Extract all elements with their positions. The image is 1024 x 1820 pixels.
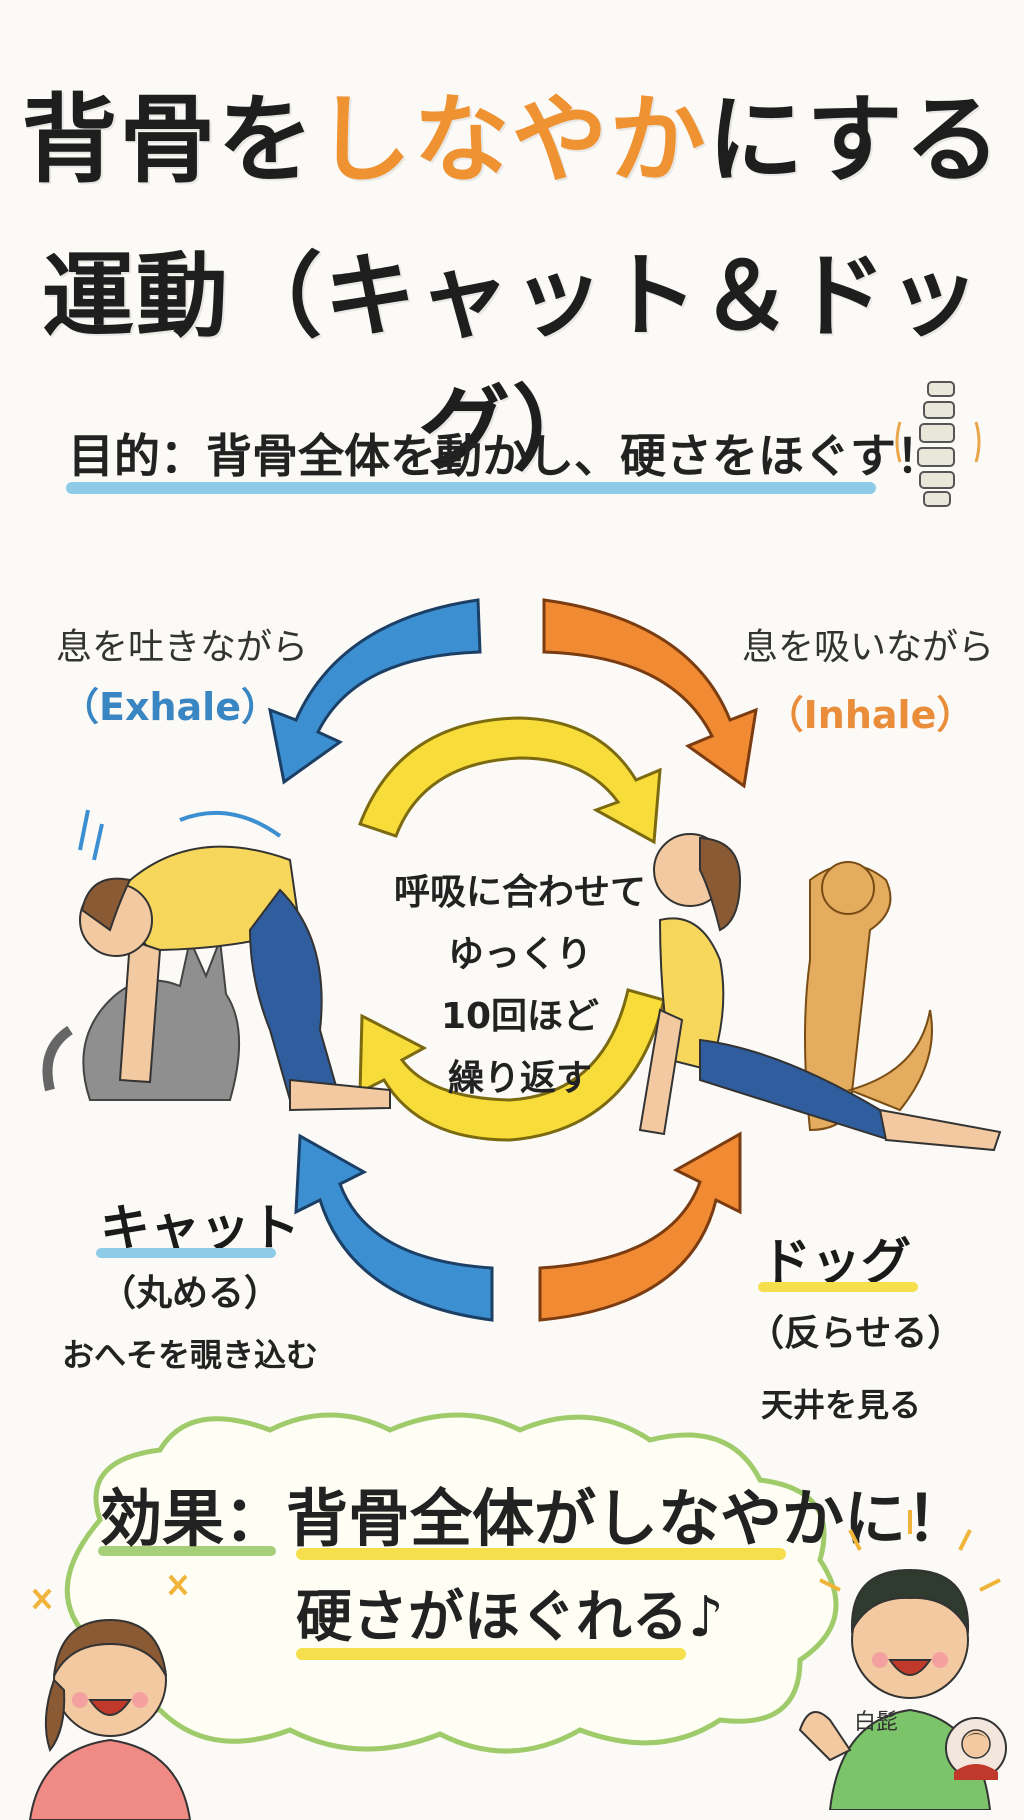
page-title-line1: 背骨をしなやかにする: [0, 62, 1024, 201]
center-line4: 繰り返す: [447, 1058, 592, 1099]
orange-arrow-bottom: [538, 1131, 742, 1322]
golden-dog-icon: [804, 861, 933, 1132]
blue-arrow-bottom: [294, 1133, 494, 1322]
radiating-lines-icon: [819, 1510, 1001, 1592]
inhale-en: （Inhale）: [765, 693, 975, 737]
dog-name: ドッグ: [761, 1233, 911, 1291]
cat-sub: （丸める）: [100, 1273, 281, 1314]
center-line3: 10回ほど: [440, 996, 600, 1037]
dog-desc: 天井を見る: [760, 1386, 921, 1424]
center-line1: 呼吸に合わせて: [393, 872, 646, 913]
effect-title: 効果：背骨全体がしなやかに！: [100, 1482, 969, 1555]
author-avatar-icon: [945, 1717, 1007, 1780]
yellow-arrow-top: [358, 716, 662, 845]
effect-cloud: [64, 1412, 839, 1754]
dog-pose-illustration: [638, 833, 1002, 1152]
happy-girl-illustration: [28, 1574, 192, 1820]
purpose-text: 目的：背骨全体を動かし、硬さをほぐす！: [68, 429, 942, 483]
cat-desc: おへそを覗き込む: [61, 1336, 318, 1374]
title-part-a: 背骨を: [21, 84, 316, 196]
dog-underline: [758, 1282, 918, 1292]
cat-underline: [96, 1248, 276, 1258]
effect-green-highlight: [98, 1546, 276, 1556]
signature-text: 白髭: [854, 1710, 899, 1735]
page-title-line2: 運動（キャット＆ドッグ）: [41, 243, 982, 483]
center-instructions: 呼吸に合わせて ゆっくり 10回ほど 繰り返す: [390, 862, 650, 1110]
effect-yellow-highlight-2: [296, 1648, 686, 1660]
cycle-arrows: [268, 598, 758, 1322]
spine-icon: [895, 381, 981, 507]
woman-dog-pose: [638, 833, 1002, 1152]
title-accent: しなやか: [315, 84, 708, 196]
cat-pose-illustration: [42, 809, 391, 1112]
center-line2: ゆっくり: [447, 934, 592, 975]
exhale-label: 息を吐きながら: [55, 627, 308, 668]
purpose-underline: [66, 482, 876, 494]
title-part-b: にする: [707, 84, 1003, 196]
effect-line2: 硬さがほぐれる♪: [296, 1585, 724, 1650]
orange-arrow-top: [542, 598, 758, 789]
effect-yellow-highlight-1: [296, 1548, 786, 1560]
exhale-en: （Exhale）: [61, 685, 279, 729]
dog-sub: （反らせる）: [748, 1313, 964, 1354]
sparkle-icon: [32, 1574, 188, 1610]
cat-name: キャット: [100, 1199, 300, 1257]
inhale-label: 息を吸いながら: [741, 627, 994, 668]
blue-arrow-top: [268, 598, 482, 785]
woman-cat-pose: [79, 845, 391, 1112]
